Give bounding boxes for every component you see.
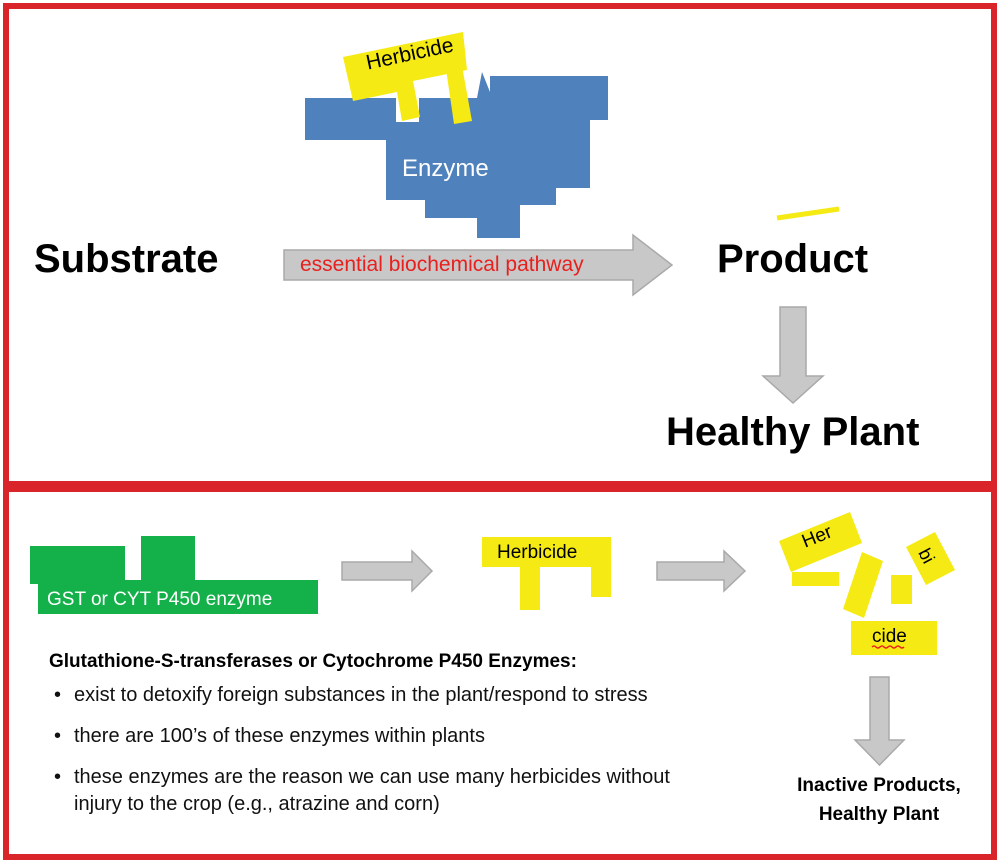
enzyme-shape xyxy=(305,72,608,238)
enzymes-bullet-list: exist to detoxify foreign substances in … xyxy=(36,682,714,832)
product-marker xyxy=(776,206,840,221)
arrow-right-1 xyxy=(341,549,434,593)
herbicide-label-bottom: Herbicide xyxy=(497,542,578,563)
product-label: Product xyxy=(717,237,869,281)
gst-enzyme-shape xyxy=(30,536,318,614)
enzyme-label: Enzyme xyxy=(402,155,489,182)
bullet-item: exist to detoxify foreign substances in … xyxy=(36,682,714,709)
herbicide-shape-bottom xyxy=(482,537,611,610)
herbicide-leg-shape xyxy=(446,66,472,124)
fragment-cide-label: cide xyxy=(872,626,907,647)
fragment-bar-shape xyxy=(792,572,839,586)
fragment-slash-shape xyxy=(843,552,883,618)
fragment-square-shape xyxy=(891,575,912,604)
bullet-item: these enzymes are the reason we can use … xyxy=(36,764,714,818)
arrow-right-2 xyxy=(656,549,747,593)
pathway-arrow xyxy=(283,233,674,297)
substrate-label: Substrate xyxy=(34,237,219,281)
bullet-item: there are 100’s of these enzymes within … xyxy=(36,723,714,750)
spellcheck-underline xyxy=(871,645,905,649)
herbicide-shape xyxy=(343,32,467,121)
gst-enzyme-label: GST or CYT P450 enzyme xyxy=(47,589,273,610)
pathway-label: essential biochemical pathway xyxy=(300,253,584,276)
down-arrow-bottom xyxy=(853,676,906,767)
fragment-her-shape xyxy=(779,512,862,572)
fragment-bi-shape xyxy=(906,532,955,585)
result-line-2: Healthy Plant xyxy=(818,804,940,825)
enzymes-heading: Glutathione-S-transferases or Cytochrome… xyxy=(49,651,577,672)
result-line-1: Inactive Products, xyxy=(797,775,961,796)
down-arrow-top xyxy=(761,306,825,405)
healthy-plant-label: Healthy Plant xyxy=(666,410,920,454)
